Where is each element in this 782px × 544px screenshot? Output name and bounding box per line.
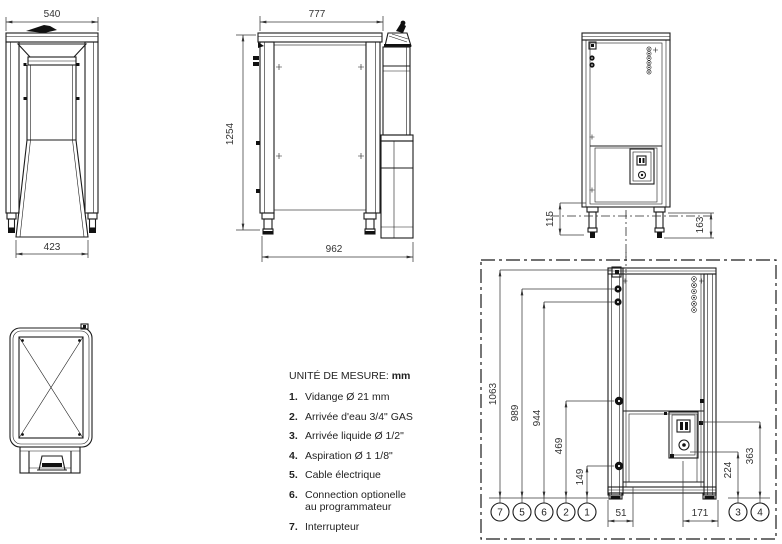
dispenser-tap [384,20,412,47]
legend-item-4: 4. Aspiration Ø 1 1/8" [289,449,393,462]
dim-height-water-inlet: 469 [554,437,565,454]
svg-text:7: 7 [497,508,503,519]
legend-item-5: 5. Cable électrique [289,469,381,481]
dim-front-width-top: 540 [44,9,61,20]
dim-feet-spacing: 171 [692,508,709,519]
detail-border [480,259,777,540]
vent-screws [646,46,652,75]
dim-rear-foot-height: 163 [695,216,706,233]
dim-height-liquid-inlet: 224 [723,461,734,478]
svg-text:4: 4 [757,508,763,519]
dim-height-total: 1063 [488,382,499,405]
detail-view: 1063 989 944 469 149 224 363 51 171 7 5 … [480,252,777,540]
switch-connector [611,266,622,278]
dim-height-programmer: 944 [532,409,543,426]
dim-rear-leg-height: 115 [545,211,556,227]
dim-side-depth-top: 777 [309,9,326,20]
unit-label: UNITÉ DE MESURE: [289,370,389,382]
dim-height-suction: 363 [745,447,756,464]
svg-text:5: 5 [519,508,525,519]
svg-text:3: 3 [735,508,741,519]
legend: UNITÉ DE MESURE: mm 1. Vidange Ø 21 mm 2… [289,370,484,540]
rear-view: 115 163 [545,32,714,261]
switch-panel [629,148,655,185]
dim-side-depth-bottom: 962 [326,244,343,255]
legend-title: UNITÉ DE MESURE: mm [289,370,484,382]
legend-item-3: 3. Arrivée liquide Ø 1/2" [289,430,404,442]
dim-offset-drain: 51 [615,508,627,519]
legend-item-7: 7. Interrupteur [289,520,360,533]
svg-text:6: 6 [541,508,547,519]
callout-4: 4 [750,502,770,522]
liquid-inlet-connector [678,439,690,451]
lid-handle [26,25,57,33]
dim-front-width-bottom: 423 [44,242,61,253]
plan-view [9,323,93,474]
legend-item-1: 1. Vidange Ø 21 mm [289,391,390,403]
vent-screws-detail [691,276,697,313]
svg-text:1: 1 [584,508,590,519]
callout-7: 7 [490,502,510,522]
dim-height-drain: 149 [575,468,586,485]
callout-6: 6 [534,502,554,522]
callout-2: 2 [556,502,576,522]
callout-5: 5 [512,502,532,522]
unit-value: mm [391,370,411,382]
callout-3: 3 [728,502,748,522]
legend-item-2: 2. Arrivée d'eau 3/4" GAS [289,410,413,423]
svg-text:2: 2 [563,508,569,519]
dim-side-height: 1254 [225,122,236,145]
switch-box [668,411,699,459]
front-view: 540 423 [5,9,99,258]
side-view: 777 1254 962 [225,9,414,262]
dim-height-cable: 989 [510,404,521,421]
callout-1: 1 [577,502,597,522]
